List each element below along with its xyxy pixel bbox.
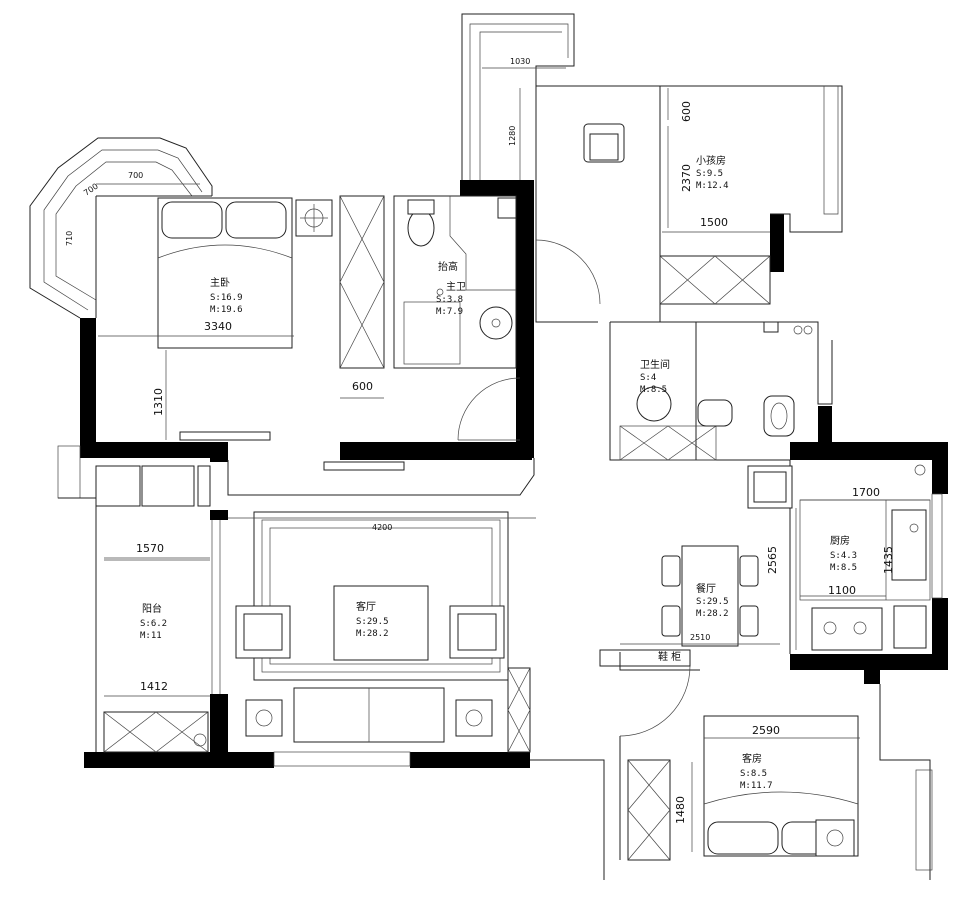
kids-room-s: S:9.5 [696,169,723,179]
living-s: S:29.5 [356,617,389,627]
master-bedroom-name: 主卧 [210,276,230,289]
walls [80,180,948,768]
kitchen-name: 厨房 [830,534,850,547]
living-name: 客厅 [356,600,376,613]
stove [811,607,883,651]
kitchen-s: S:4.3 [830,551,857,561]
guest-room-s: S:8.5 [740,769,767,779]
dim-2370: 2370 [680,164,693,192]
outlines [29,13,943,880]
dim-600-mb: 600 [352,380,373,393]
dim-1700: 1700 [852,486,880,499]
dim-2510: 2510 [690,633,710,642]
bathroom-name: 卫生间 [640,358,670,371]
living-rug [253,511,509,681]
dim-1100: 1100 [828,584,856,597]
dim-2565: 2565 [766,546,779,574]
dim-700-a: 700 [128,171,143,180]
dim-4200: 4200 [372,523,392,532]
balcony-name: 阳台 [142,602,162,615]
dim-710: 710 [65,231,74,246]
dining-name: 餐厅 [696,582,716,595]
entry-shoe-cabinet: 鞋 柜 [658,650,681,663]
bathroom-s: S:4 [640,373,656,383]
dim-1412: 1412 [140,680,168,693]
master-bath-note: 抬高 [438,260,458,273]
dining-s: S:29.5 [696,597,729,607]
dim-1030: 1030 [510,57,530,66]
master-bath-name: 主卫 [446,281,466,293]
dimension-lines [96,67,930,852]
dim-3340: 3340 [204,320,232,333]
master-bedroom-s: S:16.9 [210,293,243,303]
master-bath-m: M:7.9 [436,307,463,317]
living-m: M:28.2 [356,629,389,639]
balcony-s: S:6.2 [140,619,167,629]
guest-room-name: 客房 [742,752,762,765]
bathroom-m: M:8.5 [640,385,667,395]
master-bath-s: S:3.8 [436,295,463,305]
master-bedroom-m: M:19.6 [210,305,243,315]
dim-1435: 1435 [882,546,895,574]
dim-1570: 1570 [136,542,164,555]
dining-m: M:28.2 [696,609,729,619]
dim-600-kids: 600 [680,101,693,122]
furniture [95,123,927,857]
kids-room-name: 小孩房 [696,154,726,167]
dim-1280: 1280 [508,126,517,146]
dim-1480: 1480 [674,796,687,824]
dim-1500: 1500 [700,216,728,229]
balcony-m: M:11 [140,631,162,641]
kitchen-m: M:8.5 [830,563,857,573]
guest-room-m: M:11.7 [740,781,773,791]
toilet [407,209,435,247]
dining-table [681,545,739,647]
dim-2590: 2590 [752,724,780,737]
dim-1310: 1310 [152,388,165,416]
kids-room-m: M:12.4 [696,181,729,191]
